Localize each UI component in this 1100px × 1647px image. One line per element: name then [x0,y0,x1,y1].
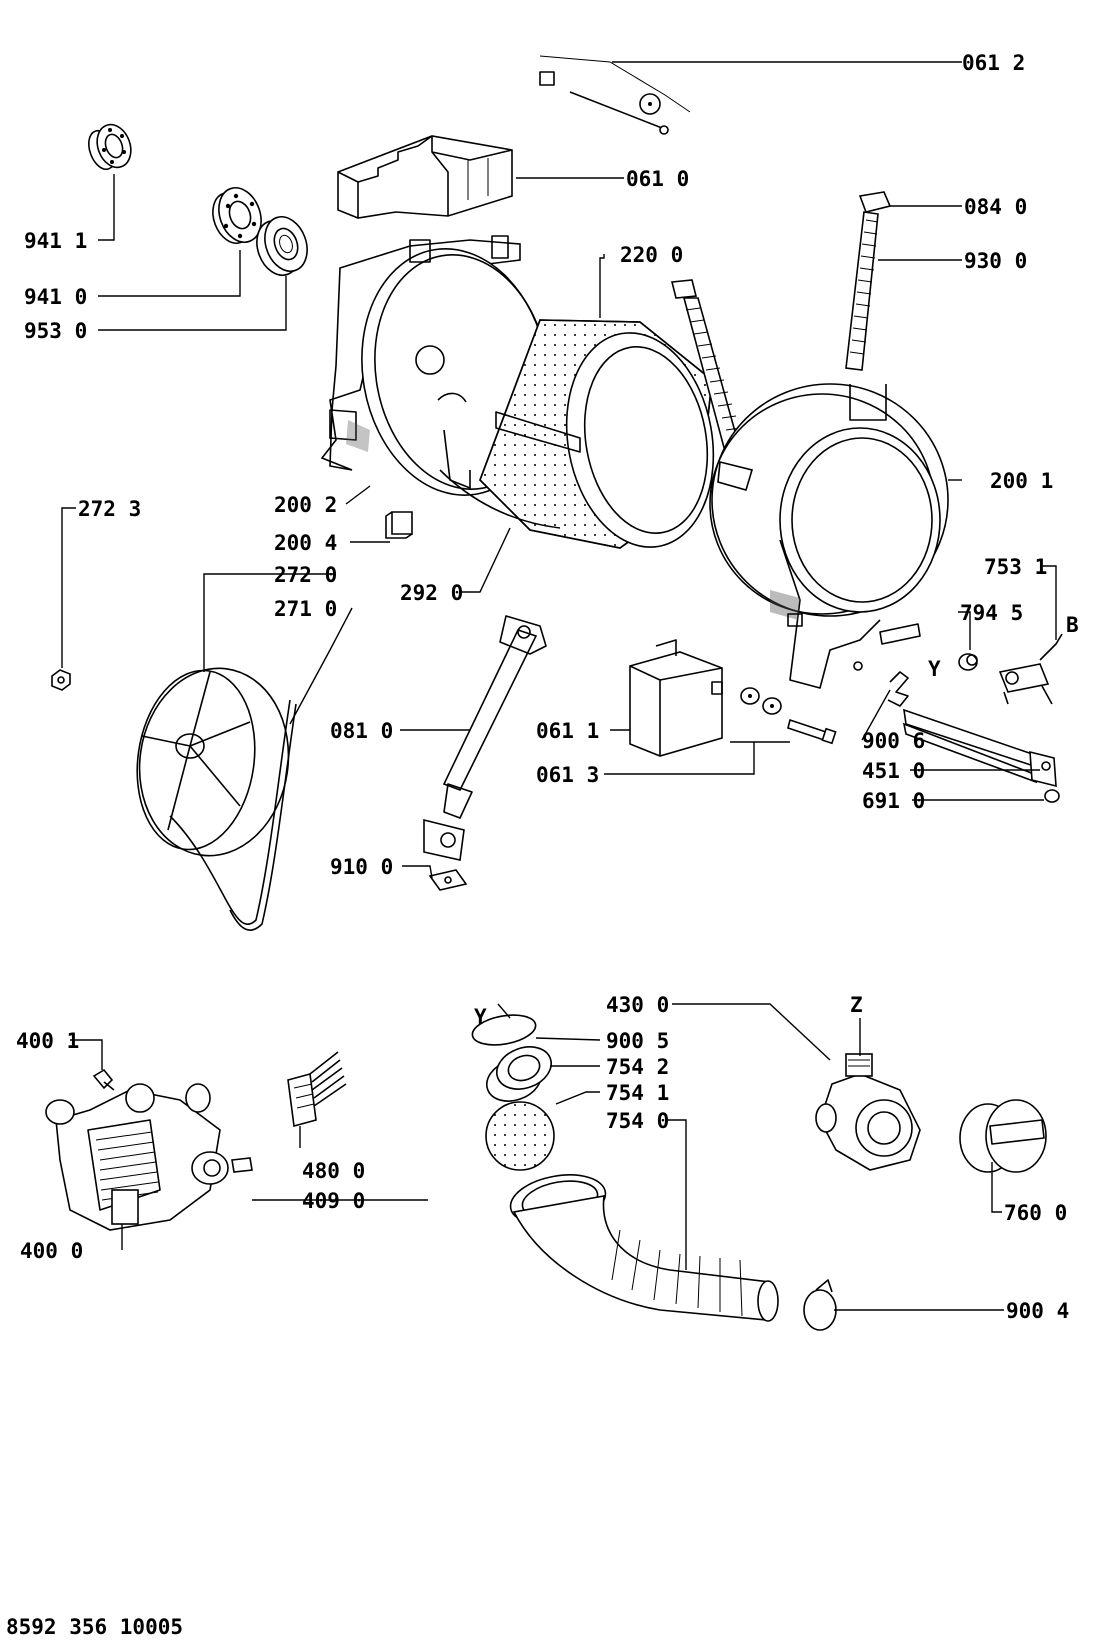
part-061-3-drawing [740,687,837,745]
part-794-5-drawing [958,653,978,671]
part-930-0-drawing [845,211,879,371]
marker-y-drain: Y [474,1005,487,1029]
part-941-1-drawing [88,123,132,171]
part-691-0-drawing [1044,789,1060,803]
label-081-0: 081 0 [330,719,393,743]
marker-z: Z [850,993,863,1017]
part-220-0-drawing [479,319,715,549]
label-754-2: 754 2 [606,1055,669,1079]
label-930-0: 930 0 [964,249,1027,273]
label-941-1: 941 1 [24,229,87,253]
part-081-0-drawing [423,615,547,861]
part-272-0-drawing [136,667,290,857]
part-754-2-drawing [486,1046,552,1102]
part-272-3-drawing [51,669,71,691]
part-400-1-drawing [92,1068,115,1091]
label-753-1: 753 1 [984,555,1047,579]
label-754-0: 754 0 [606,1109,669,1133]
label-272-3: 272 3 [78,497,141,521]
part-480-0-drawing [287,1051,347,1128]
part-200-1-drawing [709,383,949,689]
document-number: 8592 356 10005 [6,1615,183,1639]
label-900-6: 900 6 [862,729,925,753]
part-753-1-drawing [998,633,1063,705]
label-480-0: 480 0 [302,1159,365,1183]
label-292-0: 292 0 [400,581,463,605]
part-061-0-drawing [337,135,513,219]
label-200-2: 200 2 [274,493,337,517]
label-200-4: 200 4 [274,531,337,555]
label-900-5: 900 5 [606,1029,669,1053]
part-900-4-drawing [803,1279,837,1331]
part-292-0-drawing [439,469,561,529]
label-691-0: 691 0 [862,789,925,813]
label-200-1: 200 1 [990,469,1053,493]
label-084-0: 084 0 [964,195,1027,219]
part-200-4-drawing [385,511,413,539]
part-451-0-drawing [902,708,1057,788]
label-900-4: 900 4 [1006,1299,1069,1323]
part-953-0-drawing [256,216,308,276]
part-941-0-drawing [212,187,262,244]
leader-lines [61,61,1057,1311]
part-754-0-drawing [509,1174,779,1322]
part-400-0-drawing [45,1083,229,1231]
label-061-1: 061 1 [536,719,599,743]
label-400-0: 400 0 [20,1239,83,1263]
part-271-0-drawing [169,699,297,931]
marker-b: B [1066,613,1079,637]
part-061-1-drawing [629,639,723,757]
label-220-0: 220 0 [620,243,683,267]
label-941-0: 941 0 [24,285,87,309]
part-061-2-drawing [539,55,691,135]
marker-y-tub: Y [928,657,941,681]
label-061-0: 061 0 [626,167,689,191]
label-910-0: 910 0 [330,855,393,879]
part-760-0-drawing [959,1099,1047,1173]
label-061-2: 061 2 [962,51,1025,75]
label-061-3: 061 3 [536,763,599,787]
part-430-0-drawing [815,1053,921,1171]
part-900-5-drawing [471,1014,537,1046]
label-272-0: 272 0 [274,563,337,587]
part-754-1-drawing [485,1101,555,1171]
part-900-6-drawing [887,671,909,707]
label-953-0: 953 0 [24,319,87,343]
label-400-1: 400 1 [16,1029,79,1053]
label-760-0: 760 0 [1004,1201,1067,1225]
label-271-0: 271 0 [274,597,337,621]
label-754-1: 754 1 [606,1081,669,1105]
part-labels: 061 2 061 0 941 1 941 0 953 0 220 0 084 … [6,51,1079,1639]
part-409-0-drawing [231,1157,253,1173]
part-910-0-drawing [428,869,468,891]
label-451-0: 451 0 [862,759,925,783]
label-409-0: 409 0 [302,1189,365,1213]
label-794-5: 794 5 [960,601,1023,625]
label-430-0: 430 0 [606,993,669,1017]
part-084-0-drawing [858,191,892,213]
